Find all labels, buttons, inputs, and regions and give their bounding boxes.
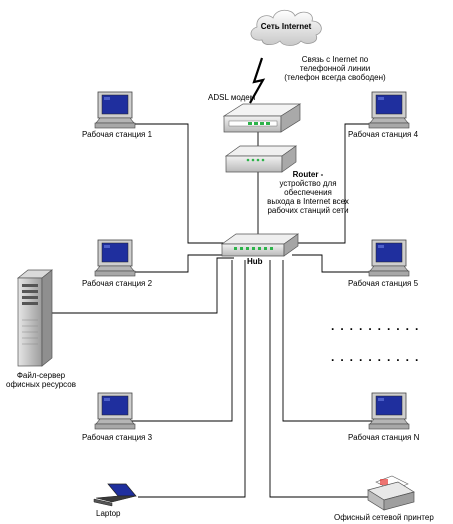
internet-cloud-icon: [250, 9, 322, 46]
workstation-5-label: Рабочая станция 5: [348, 279, 419, 288]
printer-label: Офисный сетевой принтер: [334, 513, 434, 522]
file-server-label-line-2: офисных ресурсов: [6, 380, 76, 389]
workstation-n-label: Рабочая станция N: [348, 433, 420, 442]
workstation-1-icon: [94, 91, 136, 129]
file-server-icon: [17, 269, 53, 367]
workstation-3-label: Рабочая станция 3: [82, 433, 153, 442]
laptop-label: Laptop: [96, 509, 121, 518]
adsl-modem-label: ADSL модем: [208, 93, 256, 102]
internet-link-note-line-3: (телефон всегда свободен): [284, 73, 386, 82]
internet-link-note-line-1: Связь с Inernet по: [301, 55, 369, 64]
file-server-label-line-1: Файл-сервер: [16, 371, 66, 380]
workstation-n-icon: [368, 392, 410, 430]
workstation-2-label: Рабочая станция 2: [82, 279, 153, 288]
workstation-1-label: Рабочая станция 1: [82, 130, 153, 139]
laptop-icon: [93, 483, 137, 507]
workstation-3-icon: [94, 392, 136, 430]
printer-icon: [367, 475, 415, 511]
router-note-line-4: рабочих станций сети: [267, 206, 349, 215]
internet-link-bolt: [249, 57, 266, 104]
router-note-line-2: обеспечения: [284, 188, 332, 197]
ellipsis-row-1: · · · · · · · · · ·: [331, 322, 420, 336]
hub-label: Hub: [247, 257, 263, 266]
workstation-4-icon: [368, 91, 410, 129]
workstation-5-icon: [368, 239, 410, 277]
hub-icon: [220, 233, 300, 257]
router-note-line-1: устройство для: [279, 179, 337, 188]
internet-link-note-line-2: телефонной линии: [299, 64, 371, 73]
connection-lines: [52, 57, 372, 498]
workstation-4-label: Рабочая станция 4: [348, 130, 419, 139]
internet-cloud-label: Сеть Internet: [260, 22, 312, 31]
workstation-2-icon: [94, 239, 136, 277]
router-title: Router -: [292, 170, 324, 179]
router-icon: [224, 145, 298, 173]
router-note-line-3: выхода в Internet всех: [267, 197, 349, 206]
adsl-modem-icon: [222, 103, 302, 133]
ellipsis-row-2: · · · · · · · · · ·: [331, 353, 420, 367]
